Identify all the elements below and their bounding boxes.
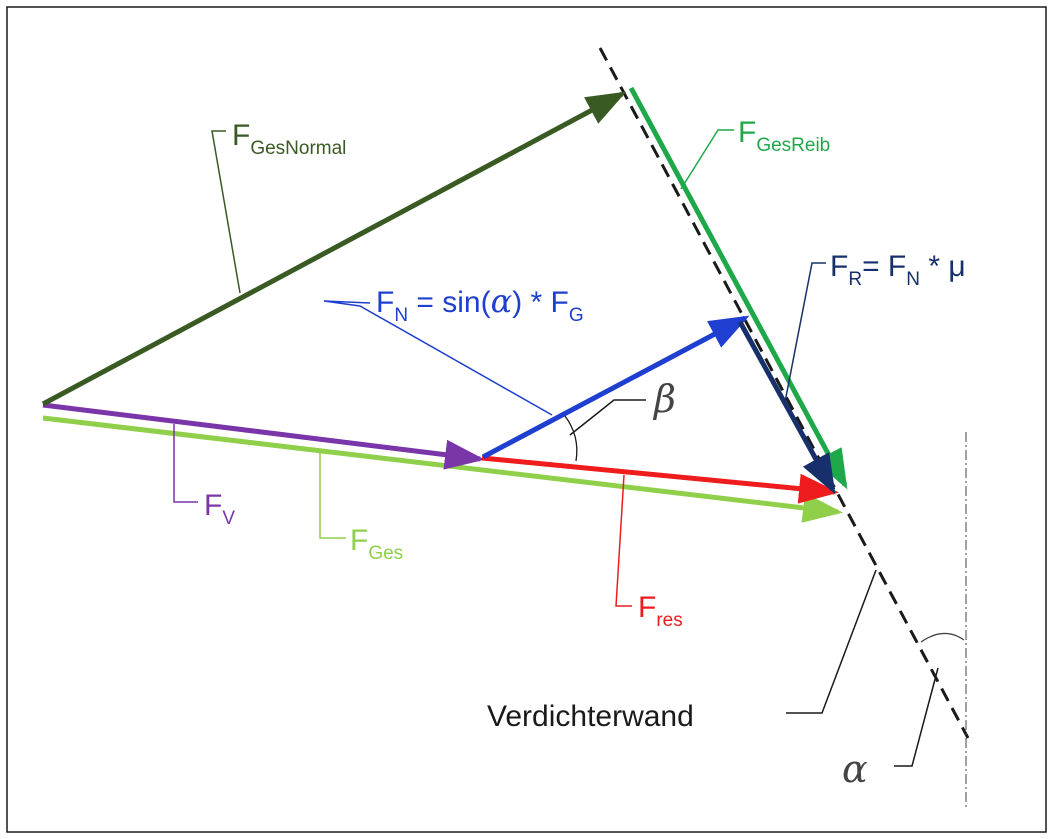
f-gesreib-leader (680, 129, 734, 190)
alpha-angle-arc (920, 632, 965, 643)
f-n-leader (323, 300, 553, 416)
f-v-leader (173, 424, 198, 503)
f-r-vector (737, 320, 836, 495)
f-gesreib-label: FGesReib (738, 116, 830, 156)
f-gesnormal-label: FGesNormal (232, 119, 346, 159)
alpha-leader (894, 667, 939, 767)
f-ges-leader (319, 452, 346, 539)
f-ges-vector (42, 415, 843, 523)
f-gesnormal-vector (41, 91, 627, 407)
compressor-wall-line (598, 47, 970, 739)
beta-angle-arc (564, 415, 578, 462)
compressor-wall-label: Verdichterwand (487, 700, 694, 733)
f-gesnormal-leader (211, 130, 241, 294)
f-r-leader (784, 262, 826, 403)
f-n-label: FN = sin(α) * FG (376, 282, 584, 326)
f-r-label: FR= FN * μ (830, 250, 966, 290)
wall-leader (786, 569, 877, 714)
beta-label: β (652, 377, 676, 421)
f-v-label: FV (204, 489, 235, 529)
f-gesreib-vector (628, 86, 848, 490)
beta-leader (569, 399, 646, 436)
f-ges-label: FGes (350, 524, 403, 564)
frame-border (6, 6, 1047, 833)
alpha-label: α (842, 747, 868, 791)
f-v-vector (42, 402, 485, 470)
f-n-vector (481, 315, 750, 460)
f-res-vector (481, 455, 839, 504)
f-res-leader (615, 474, 632, 607)
f-res-label: Fres (638, 591, 683, 631)
